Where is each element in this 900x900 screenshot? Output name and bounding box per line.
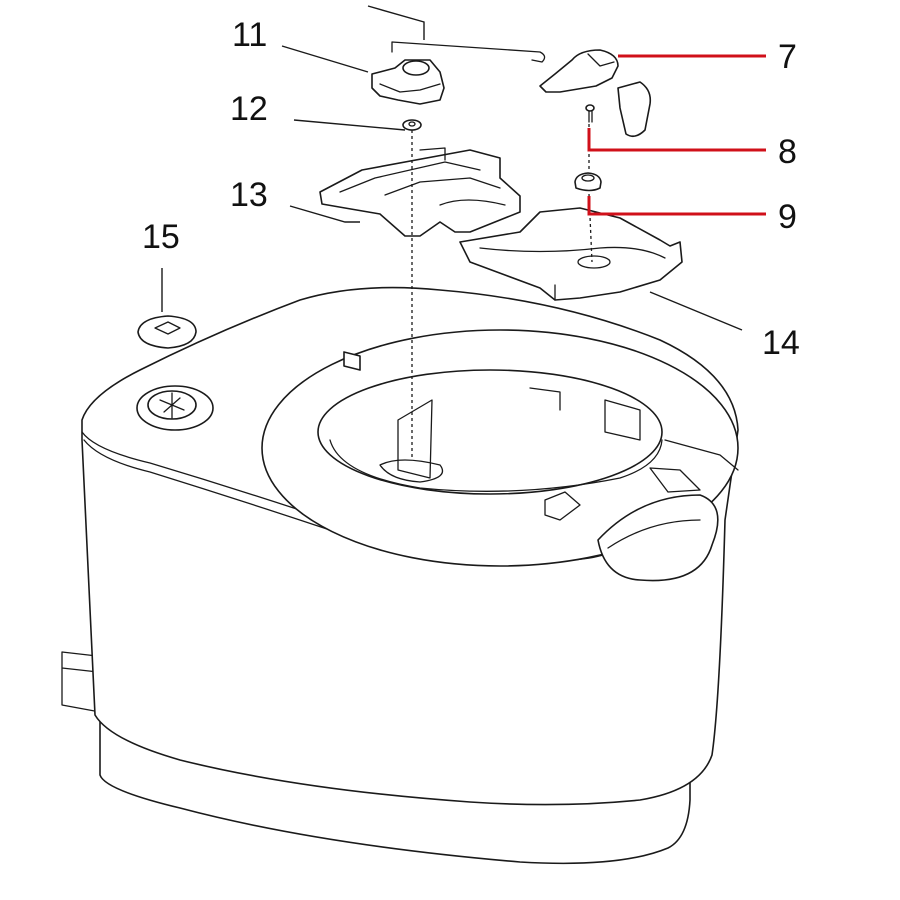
screw-head — [585, 104, 595, 112]
inner-bracket — [397, 399, 433, 479]
washer-hole — [408, 121, 416, 127]
lever-arm — [539, 49, 619, 93]
inner-tab-right — [604, 399, 641, 441]
inner-valve-hub — [379, 459, 444, 483]
nozzle-clip-right — [649, 467, 701, 493]
callout-7: 7 — [778, 38, 797, 76]
linkage-rod — [391, 41, 546, 63]
toilet-body — [61, 286, 739, 865]
part-15-cap — [137, 315, 197, 349]
inner-tab-back — [529, 387, 561, 411]
nozzle-clip-left — [544, 491, 581, 521]
callout-8: 8 — [778, 133, 797, 171]
slide-plate-notch — [439, 199, 506, 206]
callout-14: 14 — [762, 324, 800, 362]
callout-9: 9 — [778, 198, 797, 236]
nut-top — [581, 174, 595, 182]
blade-plate-body — [459, 207, 683, 301]
blade-plate-hole — [577, 255, 611, 269]
nozzle-lip — [607, 519, 701, 549]
rotor-flange — [379, 83, 441, 93]
base-plate-edge — [61, 651, 101, 713]
rim-post — [343, 351, 361, 371]
slide-plate-channel — [384, 177, 501, 196]
part-8-screw — [585, 104, 595, 123]
part-11-rotor — [371, 59, 445, 105]
leader-9 — [587, 196, 766, 216]
callout-15: 15 — [142, 218, 180, 256]
cap-disc — [137, 315, 197, 349]
rotor-hub — [402, 60, 430, 76]
part-7-lever — [539, 49, 652, 138]
part-14-blade-plate — [459, 207, 683, 301]
part-9-nut — [574, 172, 602, 192]
blade-plate-edge — [479, 246, 666, 259]
slide-plate-tab — [419, 147, 446, 161]
callout-12: 12 — [230, 90, 268, 128]
flush-nozzle-housing — [597, 494, 719, 582]
cap-square-socket — [154, 321, 181, 335]
leader-13 — [289, 205, 360, 223]
screw-shank — [588, 110, 593, 123]
leader-14 — [649, 291, 743, 331]
rim-right-detail — [664, 439, 739, 471]
lever-pivot — [587, 53, 615, 67]
callout-13: 13 — [230, 176, 268, 214]
leader-12 — [293, 119, 406, 131]
axis-nut-to-plate — [588, 193, 593, 263]
callout-11: 11 — [232, 16, 267, 54]
leader-11 — [281, 45, 369, 73]
top-rim-edge-inner — [83, 439, 331, 531]
leader-top-rod — [367, 5, 425, 40]
bowl-opening — [317, 369, 663, 495]
lever-handle — [617, 81, 652, 138]
slide-plate-ridge — [339, 161, 481, 193]
slide-plate-body — [319, 149, 521, 237]
part-12-washer — [402, 119, 422, 131]
knob-ribs — [159, 392, 185, 419]
part-13-slide-plate — [319, 147, 521, 237]
bowl-inner-depth — [329, 439, 663, 492]
leader-8 — [587, 128, 766, 152]
